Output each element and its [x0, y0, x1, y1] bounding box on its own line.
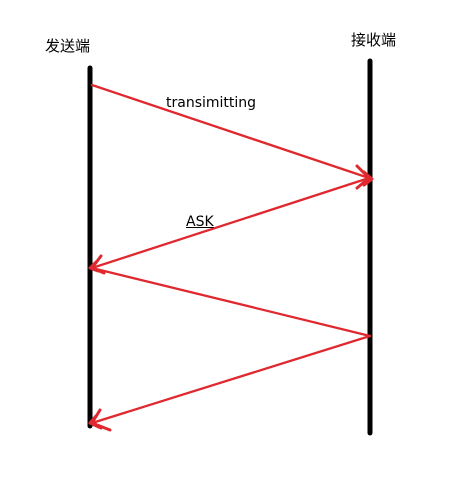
transmitting-label: transimitting [166, 95, 257, 111]
ask-arrow [90, 176, 371, 270]
ask-label: ASK [186, 214, 214, 230]
sender-label: 发送端 [45, 37, 91, 55]
second-ask-arrow [90, 334, 372, 425]
second-ask-arrowhead [88, 408, 112, 432]
receiver-label: 接收端 [351, 31, 397, 49]
transmitting-arrow [90, 83, 371, 180]
second-transmitting-arrow [90, 266, 372, 338]
